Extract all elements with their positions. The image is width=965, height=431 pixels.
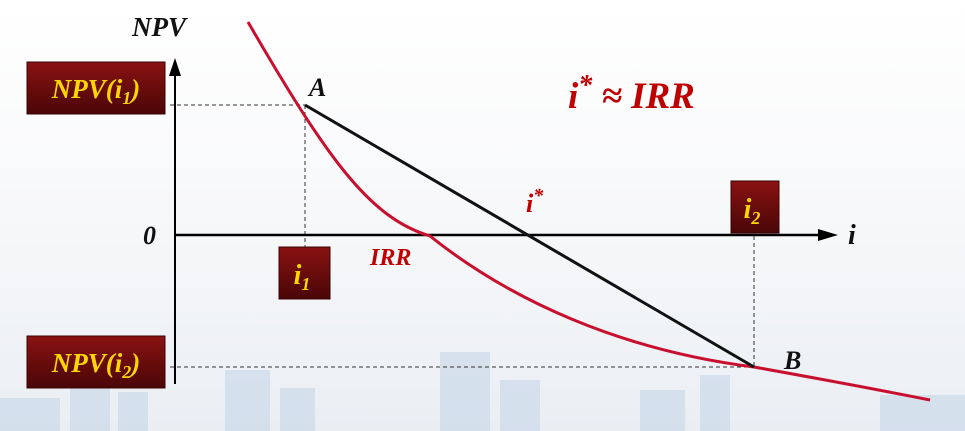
y-axis-arrow — [169, 58, 181, 76]
background-skyline — [0, 352, 965, 431]
i2-text: i2 — [744, 194, 761, 228]
i2-main: i — [744, 194, 752, 225]
npv-i2-close: ) — [128, 348, 140, 378]
istar-main: i — [526, 189, 534, 218]
secant-line-ab — [304, 103, 755, 369]
axes — [169, 58, 838, 384]
formula-main: i — [568, 76, 579, 117]
y-axis-label: NPV — [131, 12, 188, 42]
istar-label: i* — [526, 185, 544, 218]
npv-i1-main: NPV(i — [51, 74, 123, 104]
npv-i1-text: NPV(i1) — [51, 74, 141, 108]
i2-sub: 2 — [750, 208, 760, 228]
guide-lines — [170, 104, 755, 368]
i1-main: i — [294, 260, 302, 291]
formula-sup: * — [578, 70, 593, 101]
point-a-label: A — [307, 73, 326, 102]
x-axis-label: i — [848, 220, 856, 251]
origin-label: 0 — [143, 221, 156, 250]
formula-rest: ≈ IRR — [592, 76, 695, 117]
point-b-label: B — [783, 346, 801, 375]
i1-text: i1 — [294, 260, 311, 294]
x-axis-arrow — [818, 229, 838, 241]
i1-box: i1 — [278, 246, 331, 300]
npv-curve — [246, 21, 931, 402]
irr-label: IRR — [369, 245, 411, 271]
formula-istar-approx-irr: i* ≈ IRR — [568, 70, 695, 117]
npv-i2-main: NPV(i — [51, 348, 123, 378]
npv-i2-box: NPV(i2) — [26, 335, 166, 389]
i2-box: i2 — [730, 180, 780, 234]
npv-i1-box: NPV(i1) — [26, 61, 166, 115]
istar-sup: * — [533, 185, 544, 207]
npv-i1-sub: 1 — [122, 88, 131, 108]
npv-i2-sub: 2 — [121, 362, 131, 382]
i1-sub: 1 — [301, 274, 310, 294]
npv-i2-text: NPV(i2) — [51, 348, 141, 382]
npv-i1-close: ) — [128, 74, 140, 104]
